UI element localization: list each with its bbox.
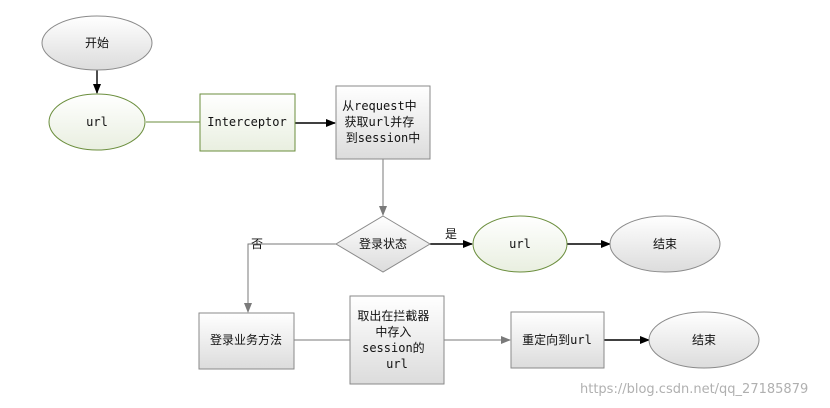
edge-status-no-to-login-method	[244, 243, 337, 313]
end-node-2: 结束	[648, 311, 760, 369]
edge-label-yes: 是	[445, 227, 457, 241]
login-method-node: 登录业务方法	[198, 312, 295, 370]
take-out-node: 取出在拦截器 中存入 session的 url	[349, 295, 445, 385]
interceptor-label: Interceptor	[207, 115, 286, 129]
take-out-label: 取出在拦截器 中存入 session的 url	[357, 309, 436, 371]
redirect-label: 重定向到url	[522, 332, 592, 347]
end-node-1: 结束	[609, 215, 721, 273]
edge-label-no: 否	[251, 237, 263, 251]
end-label-2: 结束	[692, 333, 716, 347]
edges: 是 否	[93, 70, 650, 344]
watermark: https://blog.csdn.net/qq_27185879	[580, 382, 808, 397]
end-label-1: 结束	[653, 237, 677, 251]
url-node-2: url	[472, 215, 568, 273]
url-label-1: url	[86, 115, 108, 129]
redirect-node: 重定向到url	[510, 311, 605, 369]
login-method-label: 登录业务方法	[210, 332, 282, 347]
url-label-2: url	[509, 237, 531, 251]
start-node: 开始	[41, 15, 153, 71]
url-node-1: url	[48, 93, 146, 151]
interceptor-node: Interceptor	[199, 93, 296, 152]
start-label: 开始	[85, 36, 109, 50]
login-status-decision: 登录状态	[335, 215, 431, 273]
login-status-label: 登录状态	[359, 236, 407, 251]
get-url-label: 从request中 获取url并存 到session中	[342, 98, 424, 145]
get-url-node: 从request中 获取url并存 到session中	[335, 85, 431, 160]
